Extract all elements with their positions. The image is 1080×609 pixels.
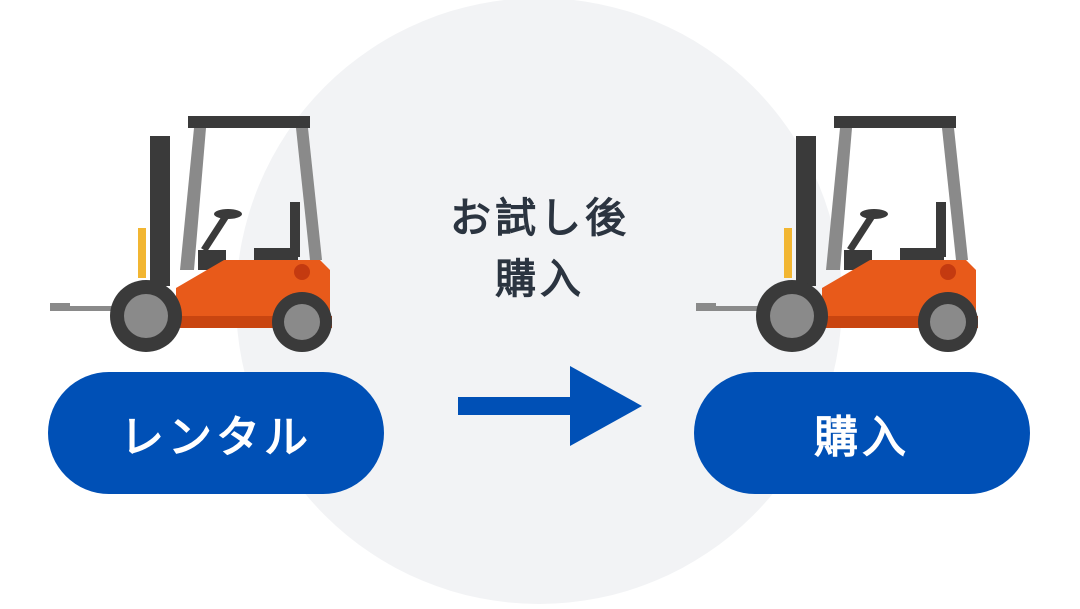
- forklift-icon: [696, 116, 978, 352]
- purchase-badge: 購入: [694, 372, 1030, 494]
- forklift-icon: [50, 116, 332, 352]
- background-circle: [236, 0, 842, 604]
- transition-label: お試し後 購入: [390, 188, 690, 310]
- transition-label-line1: お試し後: [450, 194, 630, 242]
- rental-badge: レンタル: [48, 372, 384, 494]
- transition-label-line2: 購入: [495, 255, 585, 303]
- arrow-right-icon: [458, 366, 642, 446]
